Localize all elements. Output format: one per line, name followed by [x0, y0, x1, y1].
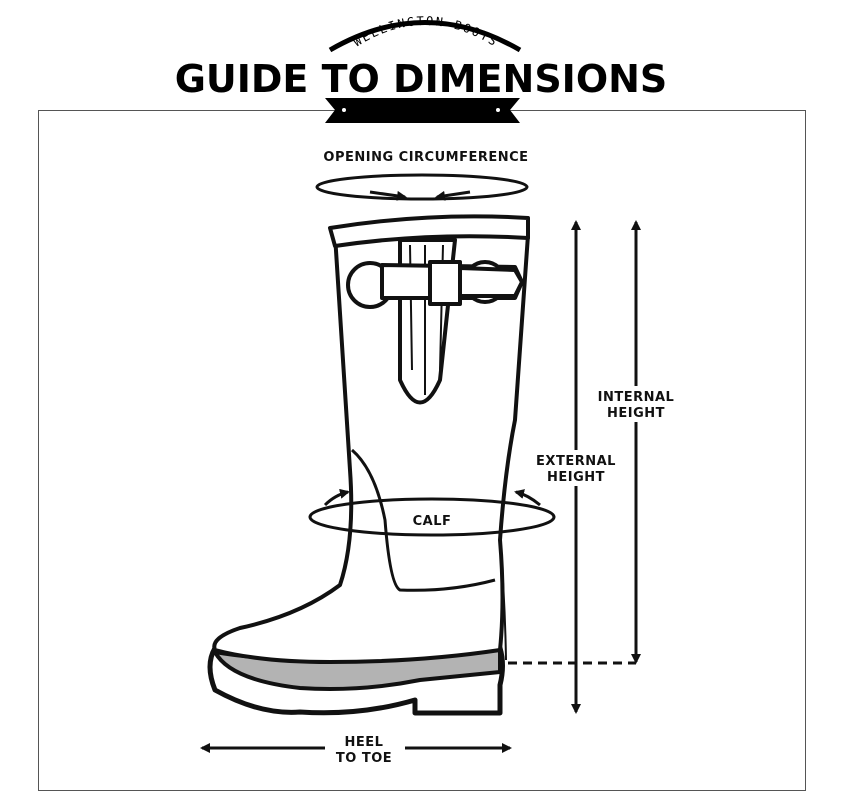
calf-arrow-right: [514, 489, 541, 507]
boot-illustration: [207, 214, 530, 716]
page-title: GUIDE TO DIMENSIONS: [175, 57, 668, 101]
calf-ellipse: [308, 497, 556, 537]
label-heel-to-toe-1: HEEL: [345, 735, 384, 750]
brand-text: WELLINGTON BOOTS: [351, 14, 501, 50]
opening-ellipse: [315, 173, 529, 201]
opening-arrow-right: [435, 190, 471, 201]
label-external-height-2: HEIGHT: [547, 470, 605, 485]
calf-arrow-left: [323, 488, 350, 507]
label-opening-circumference: OPENING CIRCUMFERENCE: [323, 150, 528, 165]
label-internal-height-1: INTERNAL: [598, 390, 675, 405]
header-logo: WELLINGTON BOOTS GUIDE TO DIMENSIONS: [175, 14, 668, 123]
label-external-height-1: EXTERNAL: [536, 454, 616, 469]
label-internal-height-2: HEIGHT: [607, 406, 665, 421]
opening-arrow-left: [369, 190, 407, 201]
title-ribbon: [325, 98, 520, 123]
label-calf: CALF: [413, 514, 452, 529]
label-heel-to-toe-2: TO TOE: [336, 751, 392, 766]
